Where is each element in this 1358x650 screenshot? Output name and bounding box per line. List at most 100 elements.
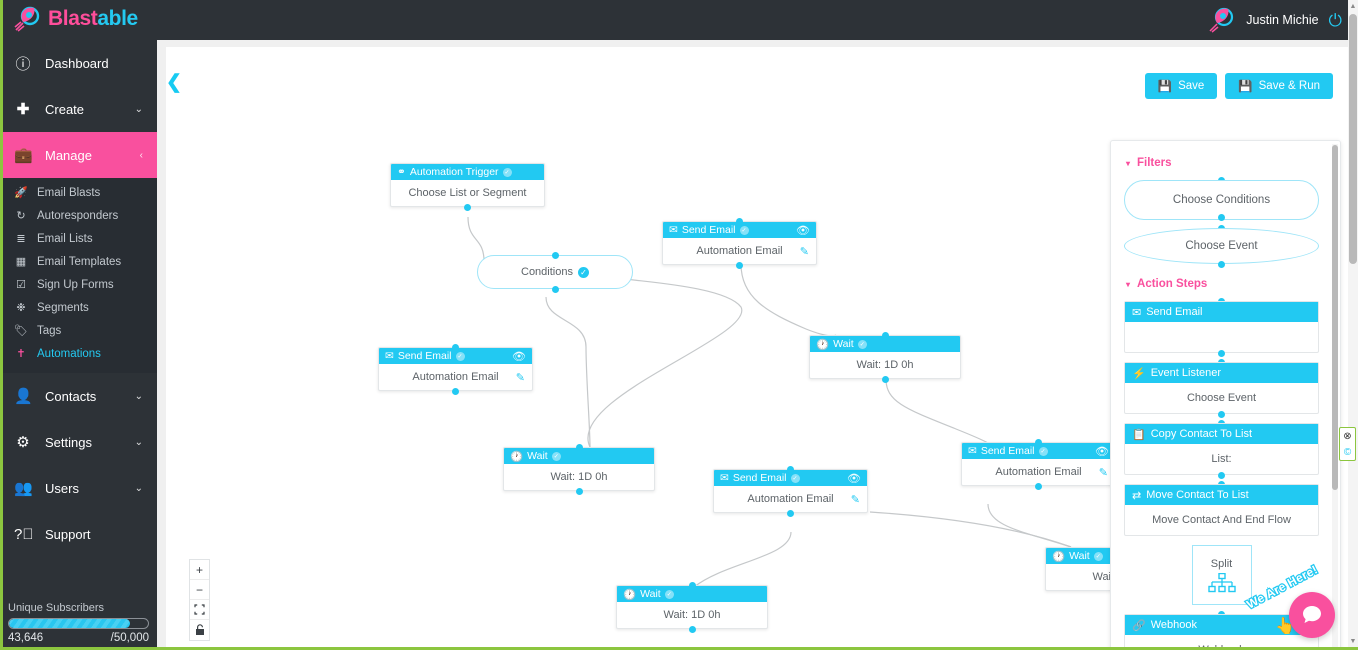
- sidebar-item-email-blasts[interactable]: 🚀 Email Blasts: [0, 181, 157, 204]
- node-send-email-2[interactable]: ✉ Send Email ✓ 👁 Automation Email ✎: [378, 343, 533, 395]
- sidebar-item-support-label: Support: [45, 526, 91, 542]
- node-output-port[interactable]: [1218, 411, 1225, 418]
- action-send-email[interactable]: ✉ Send Email: [1124, 301, 1319, 353]
- copyright-circle-button[interactable]: ©: [1343, 446, 1352, 458]
- sidebar-item-sign-up-forms[interactable]: ☑ Sign Up Forms: [0, 273, 157, 296]
- page-border-left: [0, 0, 3, 650]
- sidebar-item-dashboard[interactable]: ⓘ Dashboard: [0, 40, 157, 86]
- fit-to-screen-button[interactable]: [190, 600, 209, 620]
- filters-section-header[interactable]: ▾ Filters: [1126, 157, 1319, 169]
- node-output-port[interactable]: [736, 261, 743, 269]
- action-split[interactable]: Split: [1191, 545, 1252, 605]
- brand-logo-area[interactable]: Blastable: [14, 5, 138, 33]
- choose-event-item[interactable]: Choose Event: [1124, 228, 1319, 264]
- node-send-email-2-box[interactable]: ✉ Send Email ✓ 👁 Automation Email ✎: [378, 347, 533, 391]
- scroll-down-arrow-icon[interactable]: ▼: [1349, 638, 1357, 645]
- node-wait-4-box[interactable]: 🕐 Wait ✓ Wait: 1D 0h: [616, 585, 768, 629]
- save-and-run-button[interactable]: 💾 Save & Run: [1225, 73, 1333, 99]
- sidebar-item-contacts[interactable]: 👤 Contacts ⌄: [0, 373, 157, 419]
- lock-canvas-button[interactable]: [190, 620, 209, 640]
- sidebar-item-email-lists[interactable]: ≣ Email Lists: [0, 227, 157, 250]
- edit-pencil-icon[interactable]: ✎: [1098, 466, 1108, 479]
- action-copy-contact-to-list[interactable]: 📋 Copy Contact To List List:: [1124, 423, 1319, 475]
- node-output-port[interactable]: [688, 625, 696, 633]
- action-event-listener[interactable]: ⚡ Event Listener Choose Event: [1124, 362, 1319, 414]
- edit-pencil-icon[interactable]: ✎: [515, 371, 525, 384]
- node-input-port[interactable]: [688, 581, 696, 589]
- node-send-email-4-box[interactable]: ✉ Send Email ✓ 👁 Automation Email ✎: [713, 469, 868, 513]
- node-output-port[interactable]: [452, 387, 459, 395]
- node-header-label: Send Email: [732, 472, 787, 484]
- node-conditions-box[interactable]: Conditions ✓: [477, 255, 633, 289]
- node-output-port[interactable]: [551, 285, 559, 293]
- sidebar-item-segments[interactable]: ❉ Segments: [0, 296, 157, 319]
- node-automation-trigger-box[interactable]: ⚭ Automation Trigger ✓ Choose List or Se…: [390, 163, 545, 207]
- node-output-port[interactable]: [881, 375, 889, 383]
- action-steps-section-header[interactable]: ▾ Action Steps: [1126, 278, 1319, 290]
- node-output-port[interactable]: [787, 509, 794, 517]
- node-wait-1-box[interactable]: 🕐 Wait ✓ Wait: 1D 0h: [809, 335, 961, 379]
- node-input-port[interactable]: [881, 331, 889, 339]
- sidebar-item-autoresponders[interactable]: ↻ Autoresponders: [0, 204, 157, 227]
- node-output-port[interactable]: [1218, 214, 1225, 221]
- action-move-contact-to-list[interactable]: ⇄ Move Contact To List Move Contact And …: [1124, 484, 1319, 536]
- action-body: List:: [1211, 453, 1232, 465]
- node-body-label: Wait: 1D 0h: [550, 471, 608, 483]
- power-off-icon[interactable]: ⏻: [1328, 10, 1342, 30]
- node-input-port[interactable]: [452, 343, 459, 351]
- eye-preview-icon[interactable]: 👁: [512, 350, 526, 363]
- sidebar-item-users[interactable]: 👥 Users ⌄: [0, 465, 157, 511]
- node-wait-4[interactable]: 🕐 Wait ✓ Wait: 1D 0h: [616, 581, 768, 633]
- node-send-email-1-box[interactable]: ✉ Send Email ✓ 👁 Automation Email ✎: [662, 221, 817, 265]
- node-output-port[interactable]: [464, 203, 471, 211]
- chat-bubble-button[interactable]: [1289, 592, 1335, 638]
- node-output-port[interactable]: [1035, 482, 1042, 490]
- node-wait-2[interactable]: 🕐 Wait ✓ Wait: 1D 0h: [503, 443, 655, 495]
- sidebar-item-email-templates[interactable]: ▦ Email Templates: [0, 250, 157, 273]
- node-send-email-1[interactable]: ✉ Send Email ✓ 👁 Automation Email ✎: [662, 217, 817, 269]
- page-scrollbar-thumb[interactable]: [1349, 14, 1357, 264]
- sidebar-item-tags[interactable]: 🏷 Tags: [0, 319, 157, 342]
- user-account-area[interactable]: Justin Michie ⏻: [1208, 6, 1342, 34]
- zoom-in-button[interactable]: +: [190, 560, 209, 580]
- choose-event-item-wrap: Choose Event: [1124, 225, 1319, 268]
- scroll-up-arrow-icon[interactable]: ▲: [1349, 3, 1357, 10]
- sidebar-collapse-chevron-left-icon[interactable]: ❮: [166, 72, 182, 93]
- node-output-port[interactable]: [575, 487, 583, 495]
- sidebar-item-support[interactable]: ?⃝ Support: [0, 511, 157, 557]
- node-send-email-4[interactable]: ✉ Send Email ✓ 👁 Automation Email ✎: [713, 465, 868, 517]
- save-button[interactable]: 💾 Save: [1144, 73, 1218, 99]
- steps-panel-scrollbar-thumb[interactable]: [1332, 145, 1338, 490]
- node-wait-2-box[interactable]: 🕐 Wait ✓ Wait: 1D 0h: [503, 447, 655, 491]
- node-send-email-3-box[interactable]: ✉ Send Email ✓ 👁 Automation Email ✎: [961, 442, 1116, 486]
- node-output-port[interactable]: [1218, 472, 1225, 479]
- eye-preview-icon[interactable]: 👁: [796, 224, 810, 237]
- choose-conditions-item[interactable]: Choose Conditions: [1124, 180, 1319, 220]
- eye-preview-icon[interactable]: 👁: [847, 472, 861, 485]
- node-input-port[interactable]: [575, 443, 583, 451]
- edit-pencil-icon[interactable]: ✎: [799, 245, 809, 258]
- node-send-email-3[interactable]: ✉ Send Email ✓ 👁 Automation Email ✎: [961, 438, 1116, 490]
- split-tree-icon: [1207, 572, 1236, 592]
- sidebar-item-manage[interactable]: 💼 Manage ‹: [0, 132, 157, 178]
- node-conditions[interactable]: Conditions ✓: [477, 251, 633, 293]
- node-output-port[interactable]: [1218, 261, 1225, 268]
- node-wait-1[interactable]: 🕐 Wait ✓ Wait: 1D 0h: [809, 331, 961, 383]
- close-circle-button[interactable]: ⊗: [1343, 430, 1352, 442]
- node-output-port[interactable]: [1218, 350, 1225, 357]
- sidebar-item-settings-label: Settings: [45, 434, 92, 450]
- automation-canvas[interactable]: 💾 Save 💾 Save & Run ⚭ Automation Trigger: [166, 47, 1358, 647]
- eye-preview-icon[interactable]: 👁: [1095, 445, 1109, 458]
- chat-widget[interactable]: We Are Here! 👆: [1243, 561, 1335, 638]
- node-automation-trigger[interactable]: ⚭ Automation Trigger ✓ Choose List or Se…: [390, 163, 545, 211]
- sidebar-item-create[interactable]: ✚ Create ⌄: [0, 86, 157, 132]
- node-input-port[interactable]: [736, 217, 743, 225]
- node-input-port[interactable]: [551, 251, 559, 259]
- zoom-out-button[interactable]: −: [190, 580, 209, 600]
- edit-pencil-icon[interactable]: ✎: [850, 493, 860, 506]
- sidebar-item-settings[interactable]: ⚙ Settings ⌄: [0, 419, 157, 465]
- sidebar-item-automations[interactable]: ✝ Automations: [0, 342, 157, 365]
- page-scrollbar-track[interactable]: ▲ ▼: [1348, 0, 1358, 650]
- node-input-port[interactable]: [787, 465, 794, 473]
- node-input-port[interactable]: [1035, 438, 1042, 446]
